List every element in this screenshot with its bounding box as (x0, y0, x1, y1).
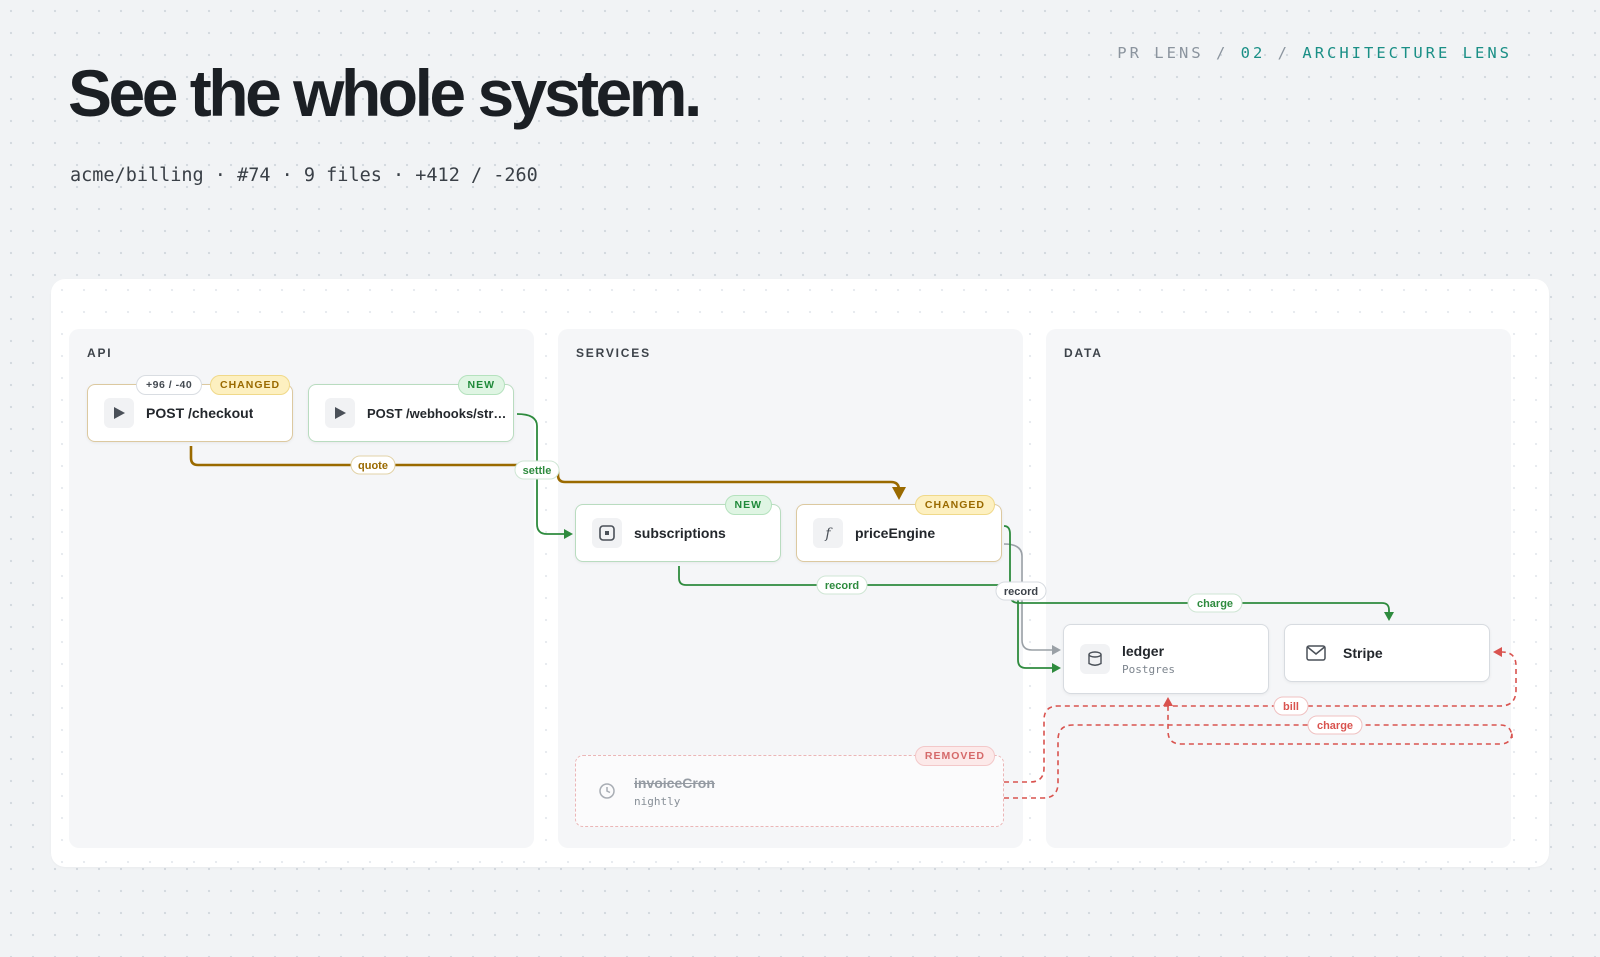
node-post-webhooks[interactable]: NEW POST /webhooks/stri... (308, 375, 514, 442)
node-name: Stripe (1343, 645, 1383, 661)
edge-label-text: record (1004, 586, 1038, 598)
status-badge: NEW (724, 495, 772, 515)
node-name: subscriptions (634, 525, 726, 541)
kicker-number: 02 (1240, 44, 1266, 62)
node-subscriptions[interactable]: NEW subscriptions (575, 495, 781, 562)
lane-label: DATA (1064, 346, 1103, 360)
diff-stat-badge: +96 / -40 (136, 375, 203, 395)
edge-settle (516, 413, 573, 539)
node-post-checkout[interactable]: +96 / -40 CHANGED POST /checkout (87, 375, 293, 442)
node-name: POST /webhooks/stri... (367, 405, 507, 421)
node-ledger[interactable]: ledger Postgres (1063, 624, 1269, 694)
node-name: POST /checkout (146, 405, 254, 421)
section-kicker: PR LENS / 02 / ARCHITECTURE LENS (1117, 44, 1512, 62)
edge-label-bill: bill (1273, 696, 1309, 716)
mail-icon (1301, 638, 1331, 668)
kicker-separator: / (1215, 44, 1229, 62)
edge-label-text: quote (358, 460, 388, 472)
edge-record-priceengine (1003, 543, 1061, 655)
edge-label-text: record (825, 580, 859, 592)
node-subtitle: nightly (634, 794, 681, 808)
edge-label-charge: charge (1187, 593, 1243, 613)
status-badge: CHANGED (914, 495, 995, 515)
svg-text:f: f (824, 526, 833, 542)
status-badge: CHANGED (210, 375, 291, 395)
node-name: ledger (1122, 642, 1165, 659)
clock-icon (592, 776, 622, 806)
edge-charge (1003, 525, 1394, 621)
edge-label-text: charge (1197, 598, 1233, 610)
edge-label-text: settle (523, 465, 552, 477)
database-icon (1080, 644, 1110, 674)
module-icon (592, 518, 622, 548)
kicker-separator: / (1277, 44, 1291, 62)
edge-charge-removed (1004, 697, 1513, 799)
pr-summary: acme/billing · #74 · 9 files · +412 / -2… (70, 165, 538, 186)
status-badge: REMOVED (914, 746, 995, 766)
edge-label-settle: settle (514, 460, 560, 480)
node-name: priceEngine (855, 525, 936, 541)
edge-label-text: bill (1283, 701, 1299, 713)
edge-label-charge-removed: charge (1307, 715, 1363, 735)
status-badge: NEW (457, 375, 505, 395)
node-name: invoiceCron (634, 774, 715, 791)
page-title: See the whole system. (68, 56, 702, 130)
function-icon: f (813, 518, 843, 548)
lane-data: DATA (1046, 329, 1511, 848)
edge-label-text: charge (1317, 720, 1353, 732)
play-icon (104, 398, 134, 428)
node-priceengine[interactable]: CHANGED f priceEngine (796, 495, 1002, 562)
lane-label: SERVICES (576, 346, 651, 360)
kicker-name: ARCHITECTURE LENS (1302, 44, 1512, 62)
node-invoicecron[interactable]: REMOVED invoiceCron nightly (575, 746, 1004, 827)
lane-label: API (87, 346, 113, 360)
edge-label-record-subscriptions: record (816, 575, 868, 595)
edge-label-record-priceengine: record (995, 581, 1047, 601)
kicker-prefix: PR LENS (1117, 44, 1204, 62)
edge-record-subscriptions (678, 566, 1061, 673)
node-subtitle: Postgres (1122, 662, 1175, 676)
node-stripe[interactable]: Stripe (1284, 624, 1490, 682)
play-icon (325, 398, 355, 428)
edge-label-quote: quote (350, 455, 396, 475)
